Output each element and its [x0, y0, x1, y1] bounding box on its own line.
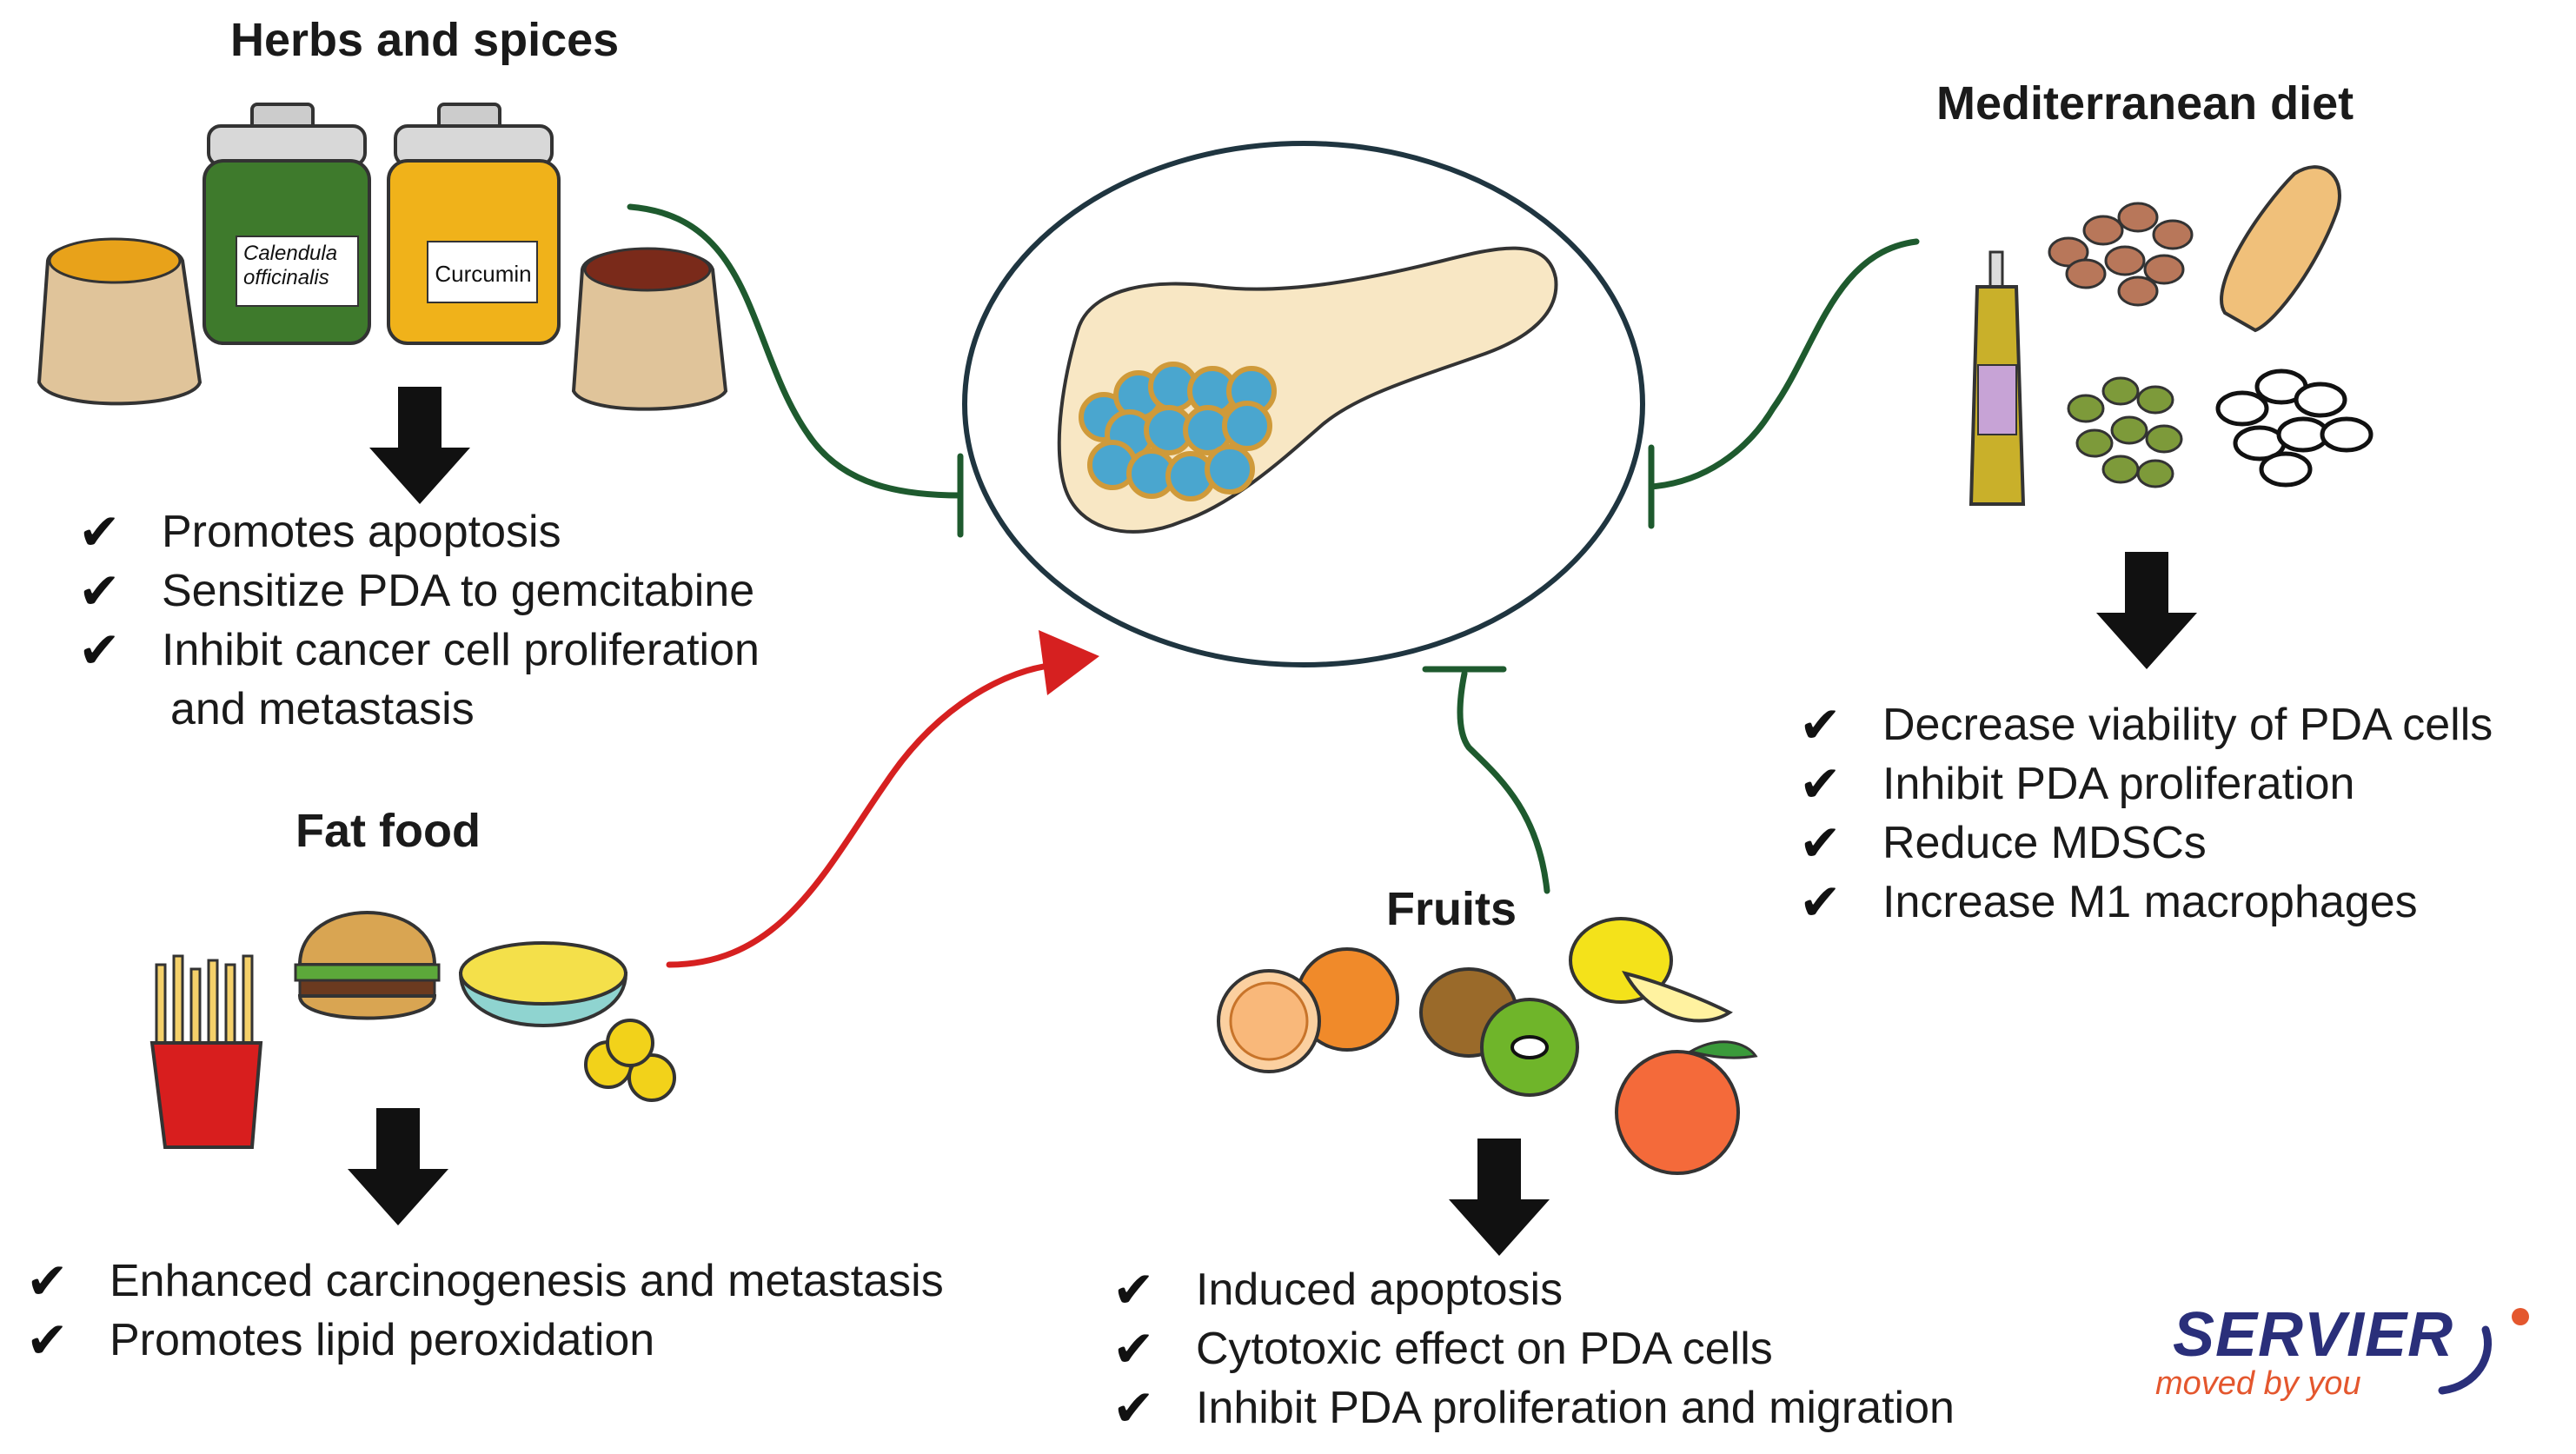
inhibit-arrow-mediterranean — [1648, 238, 1920, 529]
list-item: and metastasis — [170, 684, 475, 734]
mediterranean-effects-list: ✔Decrease viability of PDA cells ✔Inhibi… — [1799, 695, 2493, 932]
logo-name: SERVIER — [2173, 1300, 2454, 1370]
french-fries-icon — [149, 954, 263, 1149]
down-arrow-herbs — [369, 387, 470, 504]
fruits-effects-list: ✔Induced apoptosis ✔Cytotoxic effect on … — [1112, 1260, 1955, 1437]
peach-fruit-icon — [1615, 1040, 1758, 1175]
tumor-cells-cluster — [1079, 362, 1277, 501]
olive-oil-bottle-icon — [1969, 250, 2026, 506]
promote-arrow-fat — [666, 630, 1099, 968]
list-item: ✔Induced apoptosis — [1112, 1260, 1564, 1319]
list-item: ✔Promotes apoptosis — [78, 502, 561, 561]
list-item: ✔Inhibit cancer cell proliferation — [78, 621, 760, 680]
list-item: ✔Inhibit PDA proliferation and migration — [1112, 1378, 1955, 1437]
herbs-effects-list: ✔Promotes apoptosis ✔Sensitize PDA to ge… — [78, 502, 760, 739]
legumes-pile-icon — [2048, 202, 2194, 307]
check-icon: ✔ — [78, 561, 121, 621]
check-icon: ✔ — [26, 1311, 69, 1370]
onion-rings-icon — [584, 1019, 676, 1102]
spice-sack-left-icon — [37, 237, 202, 406]
servier-logo: SERVIER moved by you — [2155, 1299, 2454, 1403]
logo-tagline: moved by you — [2155, 1365, 2361, 1402]
check-icon: ✔ — [1799, 813, 1842, 873]
baguette-icon — [2220, 165, 2341, 333]
list-item: ✔Cytotoxic effect on PDA cells — [1112, 1319, 1773, 1378]
calendula-jar-icon — [202, 103, 371, 345]
list-item: ✔Increase M1 macrophages — [1799, 873, 2418, 932]
list-item: ✔Decrease viability of PDA cells — [1799, 695, 2493, 754]
inhibit-arrow-fruits — [1422, 666, 1550, 894]
herbs-title: Herbs and spices — [230, 14, 620, 66]
check-icon: ✔ — [1799, 695, 1842, 754]
check-icon: ✔ — [1112, 1319, 1155, 1378]
inhibit-arrow-herbs — [627, 203, 964, 538]
list-item: ✔Inhibit PDA proliferation — [1799, 754, 2355, 813]
mediterranean-title: Mediterranean diet — [1936, 77, 2354, 129]
jar-label-curcumin: Curcumin — [435, 261, 532, 287]
check-icon: ✔ — [78, 621, 121, 680]
bowl-of-fries-icon — [458, 941, 628, 1027]
fat-title: Fat food — [295, 805, 481, 857]
green-lentils-icon — [2067, 376, 2183, 488]
check-icon: ✔ — [26, 1252, 69, 1311]
pancreas-organ-icon — [1057, 246, 1558, 534]
jar-label-calendula: Calendula officinalis — [243, 242, 338, 289]
list-item: ✔Sensitize PDA to gemcitabine — [78, 561, 755, 621]
down-arrow-fruits — [1449, 1139, 1550, 1256]
list-item: ✔Promotes lipid peroxidation — [26, 1311, 655, 1370]
check-icon: ✔ — [78, 502, 121, 561]
white-beans-icon — [2215, 368, 2374, 488]
spice-sack-right-icon — [571, 247, 728, 411]
fruits-title: Fruits — [1386, 883, 1517, 935]
down-arrow-fat — [348, 1108, 448, 1225]
fat-effects-list: ✔Enhanced carcinogenesis and metastasis … — [26, 1252, 944, 1370]
list-item: ✔Reduce MDSCs — [1799, 813, 2207, 873]
burger-icon — [294, 911, 441, 1020]
list-item: ✔Enhanced carcinogenesis and metastasis — [26, 1252, 944, 1311]
check-icon: ✔ — [1112, 1378, 1155, 1437]
check-icon: ✔ — [1799, 754, 1842, 813]
orange-fruit-icon — [1217, 947, 1399, 1073]
servier-logo-swoosh-icon — [2438, 1308, 2529, 1395]
down-arrow-mediterranean — [2096, 552, 2197, 669]
kiwi-fruit-icon — [1419, 967, 1579, 1097]
check-icon: ✔ — [1799, 873, 1842, 932]
curcumin-jar-icon — [387, 103, 561, 345]
check-icon: ✔ — [1112, 1260, 1155, 1319]
lemon-fruit-icon — [1569, 917, 1733, 1023]
